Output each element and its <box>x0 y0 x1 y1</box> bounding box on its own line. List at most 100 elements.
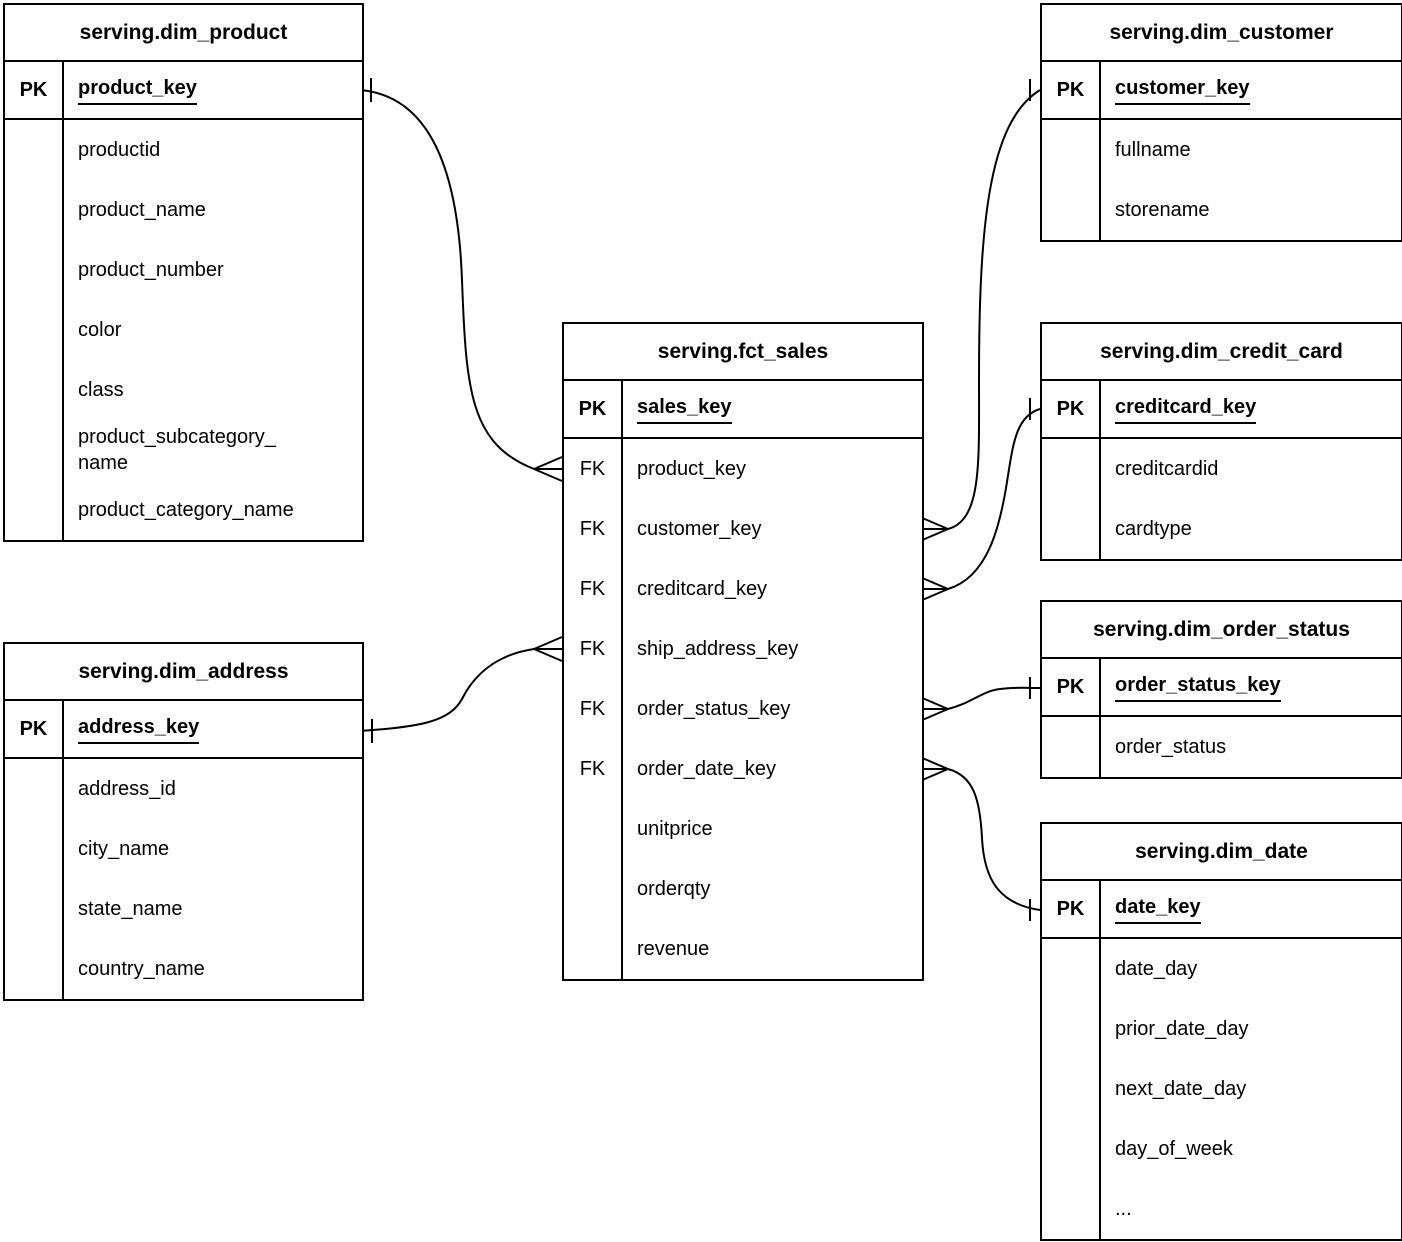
field-cell: storename <box>1101 180 1401 240</box>
pk-field-cell: customer_key <box>1101 62 1401 118</box>
entity-title: serving.fct_sales <box>564 324 922 381</box>
pk-field-name: address_key <box>78 714 200 745</box>
key-badge-empty <box>1042 999 1101 1059</box>
pk-field-cell: sales_key <box>623 381 922 437</box>
field-name: customer_key <box>637 517 762 540</box>
fk-badge: FK <box>564 679 623 739</box>
key-badge-empty <box>1042 439 1101 499</box>
field-row: class <box>5 360 362 420</box>
field-cell: city_name <box>64 819 362 879</box>
field-name: country_name <box>78 957 205 980</box>
key-badge-empty <box>5 759 64 819</box>
field-name: order_status_key <box>637 697 791 720</box>
field-row: product_number <box>5 240 362 300</box>
field-cell: ship_address_key <box>623 619 922 679</box>
pk-field-cell: address_key <box>64 701 362 757</box>
field-row: storename <box>1042 180 1401 240</box>
pk-field-cell: order_status_key <box>1101 659 1401 715</box>
key-badge-empty <box>5 360 64 420</box>
field-cell: next_date_day <box>1101 1059 1401 1119</box>
field-name: revenue <box>637 937 710 960</box>
entity-title: serving.dim_order_status <box>1042 602 1401 659</box>
connector-order_date-line <box>947 768 1041 911</box>
field-row: city_name <box>5 819 362 879</box>
field-row: order_status <box>1042 717 1401 777</box>
field-row: orderqty <box>564 859 922 919</box>
field-name: creditcard_key <box>637 577 768 600</box>
key-badge-empty <box>5 879 64 939</box>
key-badge-empty <box>1042 499 1101 559</box>
field-name: product_name <box>78 198 206 221</box>
pk-badge: PK <box>5 701 64 757</box>
key-badge-empty <box>5 939 64 999</box>
field-row: color <box>5 300 362 360</box>
field-row: productid <box>5 120 362 180</box>
pk-field-cell: creditcard_key <box>1101 381 1401 437</box>
field-name: order_status <box>1115 735 1227 758</box>
field-cell: product_key <box>623 439 922 499</box>
key-badge-empty <box>5 819 64 879</box>
key-badge-empty <box>1042 1059 1101 1119</box>
pk-field-name: customer_key <box>1115 75 1250 106</box>
field-name: color <box>78 318 122 341</box>
key-badge-empty <box>5 300 64 360</box>
field-name: product_key <box>637 457 746 480</box>
connector-creditcard-crow-foot-many-marker <box>919 576 949 602</box>
field-row: prior_date_day <box>1042 999 1401 1059</box>
field-row: unitprice <box>564 799 922 859</box>
key-badge-empty <box>564 799 623 859</box>
key-badge-empty <box>1042 1119 1101 1179</box>
key-badge-empty <box>1042 120 1101 180</box>
field-row: FK order_status_key <box>564 679 922 739</box>
field-row: ... <box>1042 1179 1401 1239</box>
field-name: order_date_key <box>637 757 776 780</box>
field-name: productid <box>78 138 161 161</box>
field-cell: ... <box>1101 1179 1401 1239</box>
pk-badge: PK <box>1042 881 1101 937</box>
field-name: address_id <box>78 777 176 800</box>
field-row: date_day <box>1042 939 1401 999</box>
field-cell: date_day <box>1101 939 1401 999</box>
entity-title: serving.dim_address <box>5 644 362 701</box>
pk-badge: PK <box>1042 659 1101 715</box>
field-row: FK creditcard_key <box>564 559 922 619</box>
pk-field-name: product_key <box>78 75 197 106</box>
connector-order_status-crow-foot-many-marker <box>919 696 949 722</box>
field-cell: creditcardid <box>1101 439 1401 499</box>
field-name: product_category_name <box>78 498 294 521</box>
field-cell: product_category_name <box>64 480 362 540</box>
field-row: cardtype <box>1042 499 1401 559</box>
field-name: date_day <box>1115 957 1198 980</box>
pk-badge: PK <box>1042 381 1101 437</box>
field-name: state_name <box>78 897 183 920</box>
key-badge-empty <box>5 480 64 540</box>
field-row: next_date_day <box>1042 1059 1401 1119</box>
connector-order_date-crow-foot-many-marker <box>919 756 949 782</box>
field-name: fullname <box>1115 138 1191 161</box>
field-name: next_date_day <box>1115 1077 1247 1100</box>
connector-product-crow-foot-many-marker <box>533 456 563 482</box>
key-badge-empty <box>1042 1179 1101 1239</box>
field-row: creditcardid <box>1042 439 1401 499</box>
field-cell: order_date_key <box>623 739 922 799</box>
field-row: revenue <box>564 919 922 979</box>
fk-badge: FK <box>564 559 623 619</box>
field-row: address_id <box>5 759 362 819</box>
field-cell: class <box>64 360 362 420</box>
field-cell: prior_date_day <box>1101 999 1401 1059</box>
field-row: product_category_name <box>5 480 362 540</box>
fk-badge: FK <box>564 439 623 499</box>
fk-badge: FK <box>564 499 623 559</box>
pk-field-name: creditcard_key <box>1115 394 1257 425</box>
